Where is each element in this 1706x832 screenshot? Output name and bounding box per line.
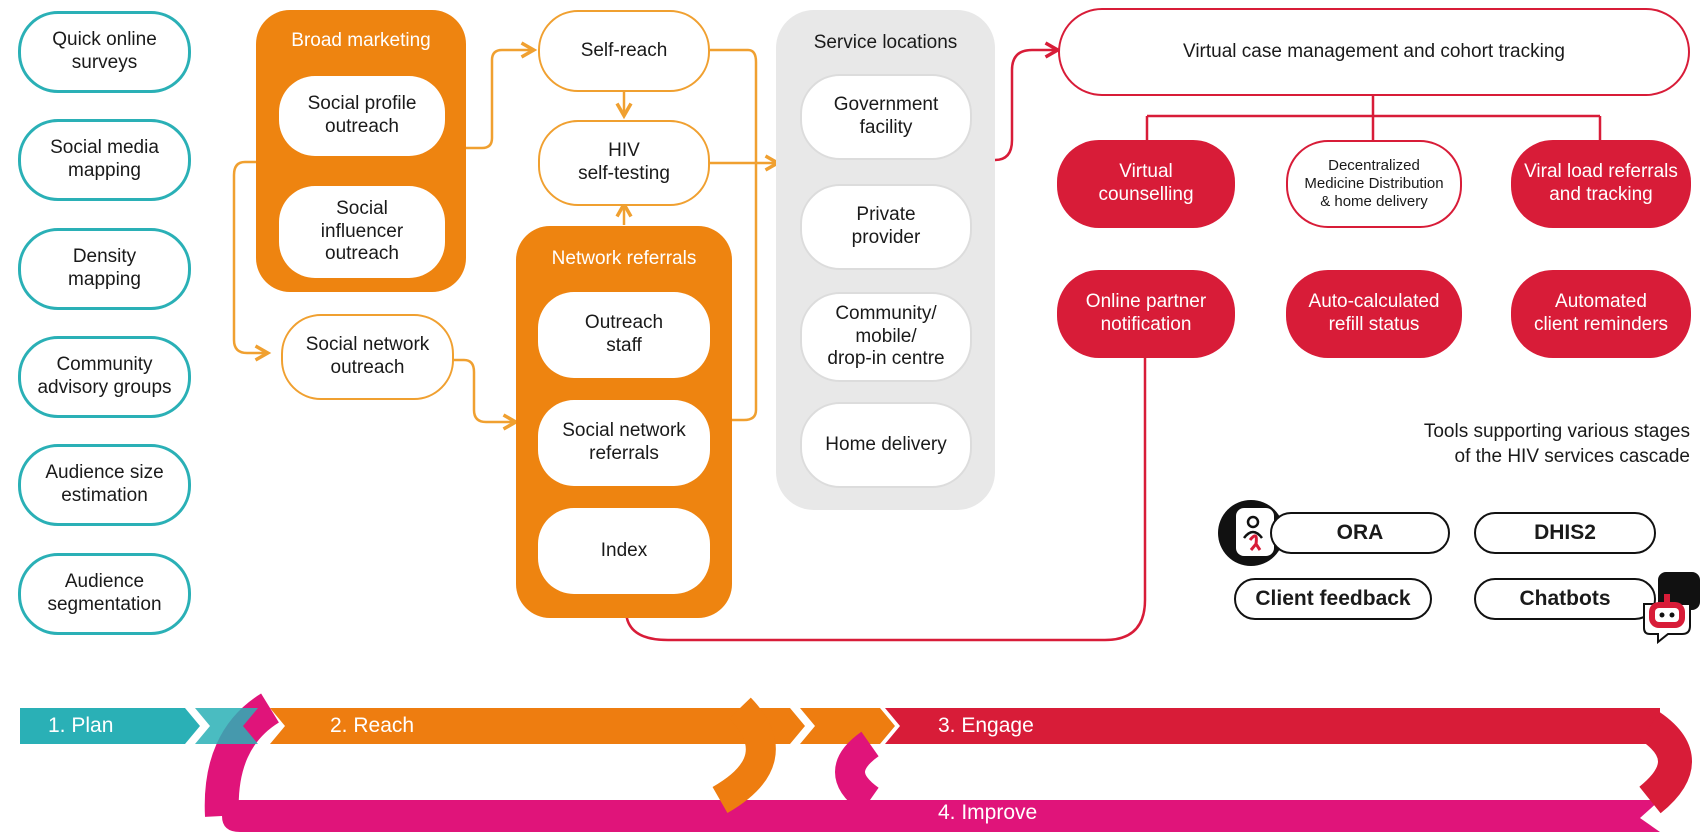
dhis2-tool: DHIS2 — [1474, 512, 1656, 554]
cascade-improve-label: 4. Improve — [938, 801, 1038, 824]
plan-item-density-mapping: Density mapping — [18, 228, 191, 310]
reach-band — [270, 708, 805, 744]
network-referrals-title: Network referrals — [551, 248, 697, 269]
private-provider: Private provider — [800, 184, 972, 270]
plan-item-audience-segmentation: Audience segmentation — [18, 553, 191, 635]
self-reach: Self-reach — [538, 10, 710, 92]
cascade-engage-label: 3. Engage — [938, 714, 1034, 737]
index: Index — [538, 508, 710, 594]
ora-tool: ORA — [1270, 512, 1450, 554]
social-network-referrals: Social network referrals — [538, 400, 710, 486]
engage-loop-right — [1638, 711, 1692, 814]
chatbots-tool: Chatbots — [1474, 578, 1656, 620]
tools-caption: Tools supporting various stages of the H… — [1423, 421, 1690, 467]
broad-marketing-title: Broad marketing — [291, 30, 431, 51]
improve-band — [222, 800, 1660, 832]
plan-item-audience-size-estimation: Audience size estimation — [18, 444, 191, 526]
reach-loop-down — [712, 697, 776, 814]
social-profile-outreach: Social profile outreach — [279, 76, 445, 156]
government-facility: Government facility — [800, 74, 972, 160]
virtual-counselling: Virtual counselling — [1057, 140, 1235, 228]
plan-band — [20, 708, 200, 744]
improve-loop-left — [204, 693, 280, 817]
community-mobile-drop-in-centre: Community/ mobile/ drop-in centre — [800, 292, 972, 382]
plan-item-social-media-mapping: Social media mapping — [18, 119, 191, 201]
viral-load-referrals: Viral load referrals and tracking — [1511, 140, 1691, 228]
hiv-self-testing: HIV self-testing — [538, 120, 710, 206]
cascade-reach-label: 2. Reach — [330, 714, 415, 737]
virtual-case-management: Virtual case management and cohort track… — [1058, 8, 1690, 96]
social-influencer-outreach: Social influencer outreach — [279, 186, 445, 278]
plan-item-quick-online-surveys: Quick online surveys — [18, 11, 191, 93]
social-network-outreach: Social network outreach — [281, 314, 454, 400]
chatbot-robot-icon — [1638, 570, 1700, 645]
engage-band — [885, 708, 1660, 744]
home-delivery: Home delivery — [800, 402, 972, 488]
cascade-plan-label: 1. Plan — [48, 714, 114, 737]
plan-item-community-advisory-groups: Community advisory groups — [18, 336, 191, 418]
client-feedback-tool: Client feedback — [1234, 578, 1432, 620]
auto-calculated-refill-status: Auto-calculated refill status — [1286, 270, 1462, 358]
service-locations-title: Service locations — [813, 32, 958, 53]
decentralized-medicine-distribution: Decentralized Medicine Distribution & ho… — [1286, 140, 1462, 228]
automated-client-reminders: Automated client reminders — [1511, 270, 1691, 358]
outreach-staff: Outreach staff — [538, 292, 710, 378]
online-partner-notification: Online partner notification — [1057, 270, 1235, 358]
